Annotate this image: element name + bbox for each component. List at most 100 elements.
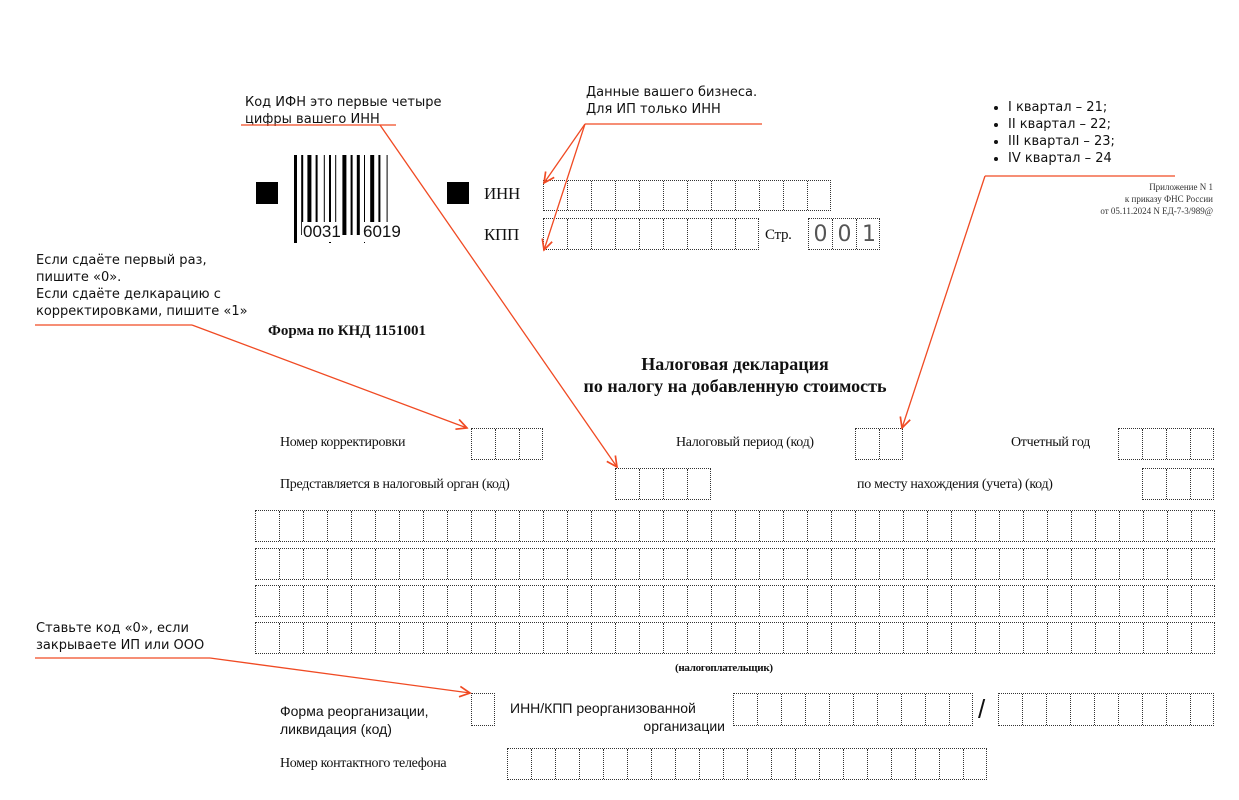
input-cell[interactable] bbox=[448, 623, 472, 653]
input-cell[interactable] bbox=[806, 694, 830, 725]
input-cell[interactable] bbox=[352, 623, 376, 653]
input-cell[interactable] bbox=[568, 219, 592, 249]
input-cell[interactable] bbox=[592, 219, 616, 249]
input-cell[interactable] bbox=[568, 181, 592, 210]
input-cell[interactable] bbox=[256, 586, 280, 616]
input-cell[interactable] bbox=[496, 429, 520, 459]
input-cell[interactable] bbox=[916, 749, 940, 779]
input-cell[interactable] bbox=[664, 623, 688, 653]
input-cell[interactable] bbox=[508, 749, 532, 779]
tax-period-input[interactable] bbox=[855, 428, 903, 460]
input-cell[interactable] bbox=[712, 511, 736, 541]
input-cell[interactable] bbox=[1024, 511, 1048, 541]
input-cell[interactable] bbox=[256, 549, 280, 579]
input-cell[interactable] bbox=[592, 549, 616, 579]
input-cell[interactable] bbox=[280, 549, 304, 579]
input-cell[interactable] bbox=[544, 549, 568, 579]
input-cell[interactable] bbox=[424, 623, 448, 653]
input-cell[interactable] bbox=[1143, 429, 1167, 459]
input-cell[interactable] bbox=[640, 549, 664, 579]
taxpayer-name-row-3[interactable] bbox=[255, 585, 1215, 617]
input-cell[interactable] bbox=[712, 181, 736, 210]
input-cell[interactable] bbox=[376, 549, 400, 579]
input-cell[interactable] bbox=[952, 511, 976, 541]
input-cell[interactable] bbox=[496, 623, 520, 653]
input-cell[interactable] bbox=[1000, 549, 1024, 579]
input-cell[interactable] bbox=[472, 429, 496, 459]
input-cell[interactable] bbox=[1071, 694, 1095, 725]
input-cell[interactable] bbox=[784, 511, 808, 541]
input-cell[interactable] bbox=[496, 511, 520, 541]
input-cell[interactable] bbox=[808, 181, 832, 210]
input-cell[interactable] bbox=[544, 623, 568, 653]
input-cell[interactable] bbox=[712, 586, 736, 616]
input-cell[interactable] bbox=[904, 586, 928, 616]
input-cell[interactable] bbox=[832, 549, 856, 579]
input-cell[interactable] bbox=[472, 511, 496, 541]
input-cell[interactable] bbox=[700, 749, 724, 779]
input-cell[interactable] bbox=[1072, 623, 1096, 653]
input-cell[interactable] bbox=[712, 219, 736, 249]
input-cell[interactable] bbox=[520, 586, 544, 616]
input-cell[interactable] bbox=[568, 623, 592, 653]
input-cell[interactable] bbox=[880, 586, 904, 616]
input-cell[interactable] bbox=[904, 549, 928, 579]
input-cell[interactable] bbox=[878, 694, 902, 725]
input-cell[interactable] bbox=[664, 219, 688, 249]
input-cell[interactable] bbox=[556, 749, 580, 779]
input-cell[interactable] bbox=[616, 469, 640, 499]
phone-input[interactable] bbox=[507, 748, 987, 780]
input-cell[interactable] bbox=[640, 511, 664, 541]
input-cell[interactable] bbox=[688, 469, 712, 499]
input-cell[interactable] bbox=[712, 549, 736, 579]
input-cell[interactable] bbox=[736, 586, 760, 616]
input-cell[interactable] bbox=[880, 549, 904, 579]
taxpayer-name-row-4[interactable] bbox=[255, 622, 1215, 654]
input-cell[interactable] bbox=[1192, 549, 1216, 579]
input-cell[interactable] bbox=[760, 623, 784, 653]
reorg-inn-input[interactable] bbox=[733, 693, 973, 726]
input-cell[interactable] bbox=[424, 586, 448, 616]
input-cell[interactable] bbox=[880, 623, 904, 653]
input-cell[interactable] bbox=[976, 623, 1000, 653]
input-cell[interactable] bbox=[352, 549, 376, 579]
input-cell[interactable] bbox=[1191, 694, 1215, 725]
input-cell[interactable] bbox=[592, 511, 616, 541]
input-cell[interactable] bbox=[424, 549, 448, 579]
input-cell[interactable] bbox=[952, 586, 976, 616]
input-cell[interactable] bbox=[758, 694, 782, 725]
input-cell[interactable] bbox=[736, 181, 760, 210]
input-cell[interactable] bbox=[352, 586, 376, 616]
input-cell[interactable] bbox=[856, 549, 880, 579]
input-cell[interactable] bbox=[664, 181, 688, 210]
input-cell[interactable] bbox=[424, 511, 448, 541]
input-cell[interactable] bbox=[748, 749, 772, 779]
input-cell[interactable] bbox=[736, 511, 760, 541]
input-cell[interactable] bbox=[760, 181, 784, 210]
input-cell[interactable] bbox=[1072, 586, 1096, 616]
input-cell[interactable] bbox=[1191, 469, 1215, 499]
input-cell[interactable] bbox=[616, 623, 640, 653]
input-cell[interactable] bbox=[1167, 429, 1191, 459]
input-cell[interactable] bbox=[472, 549, 496, 579]
input-cell[interactable] bbox=[1120, 623, 1144, 653]
input-cell[interactable] bbox=[1192, 623, 1216, 653]
input-cell[interactable] bbox=[904, 623, 928, 653]
input-cell[interactable] bbox=[328, 511, 352, 541]
report-year-input[interactable] bbox=[1118, 428, 1214, 460]
input-cell[interactable] bbox=[736, 549, 760, 579]
input-cell[interactable] bbox=[1144, 586, 1168, 616]
input-cell[interactable] bbox=[592, 623, 616, 653]
input-cell[interactable] bbox=[616, 181, 640, 210]
input-cell[interactable] bbox=[520, 549, 544, 579]
input-cell[interactable] bbox=[832, 511, 856, 541]
input-cell[interactable] bbox=[999, 694, 1023, 725]
input-cell[interactable] bbox=[616, 549, 640, 579]
input-cell[interactable] bbox=[376, 511, 400, 541]
input-cell[interactable] bbox=[1024, 549, 1048, 579]
input-cell[interactable] bbox=[1167, 469, 1191, 499]
input-cell[interactable] bbox=[664, 469, 688, 499]
input-cell[interactable] bbox=[796, 749, 820, 779]
input-cell[interactable] bbox=[964, 749, 988, 779]
input-cell[interactable] bbox=[448, 586, 472, 616]
